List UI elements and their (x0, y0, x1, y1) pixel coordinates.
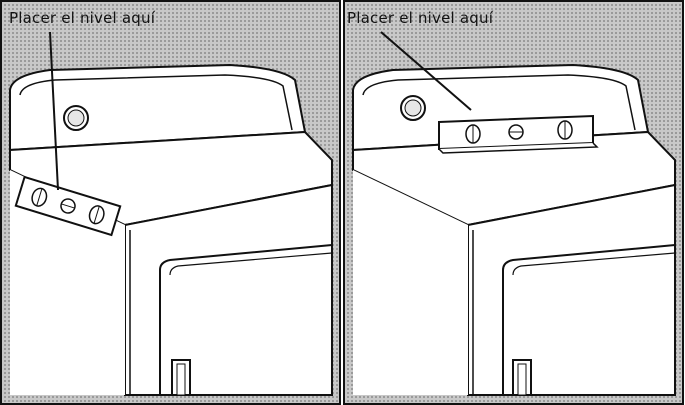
panel-left: Placer el nivel aquí (0, 0, 341, 405)
dryer-illustration-left (0, 0, 341, 405)
panel-right: Placer el nivel aquí (343, 0, 684, 405)
level-tool (439, 116, 597, 153)
caption-right: Placer el nivel aquí (347, 9, 493, 27)
dryer-illustration-right (343, 0, 684, 405)
caption-left: Placer el nivel aquí (9, 9, 155, 27)
